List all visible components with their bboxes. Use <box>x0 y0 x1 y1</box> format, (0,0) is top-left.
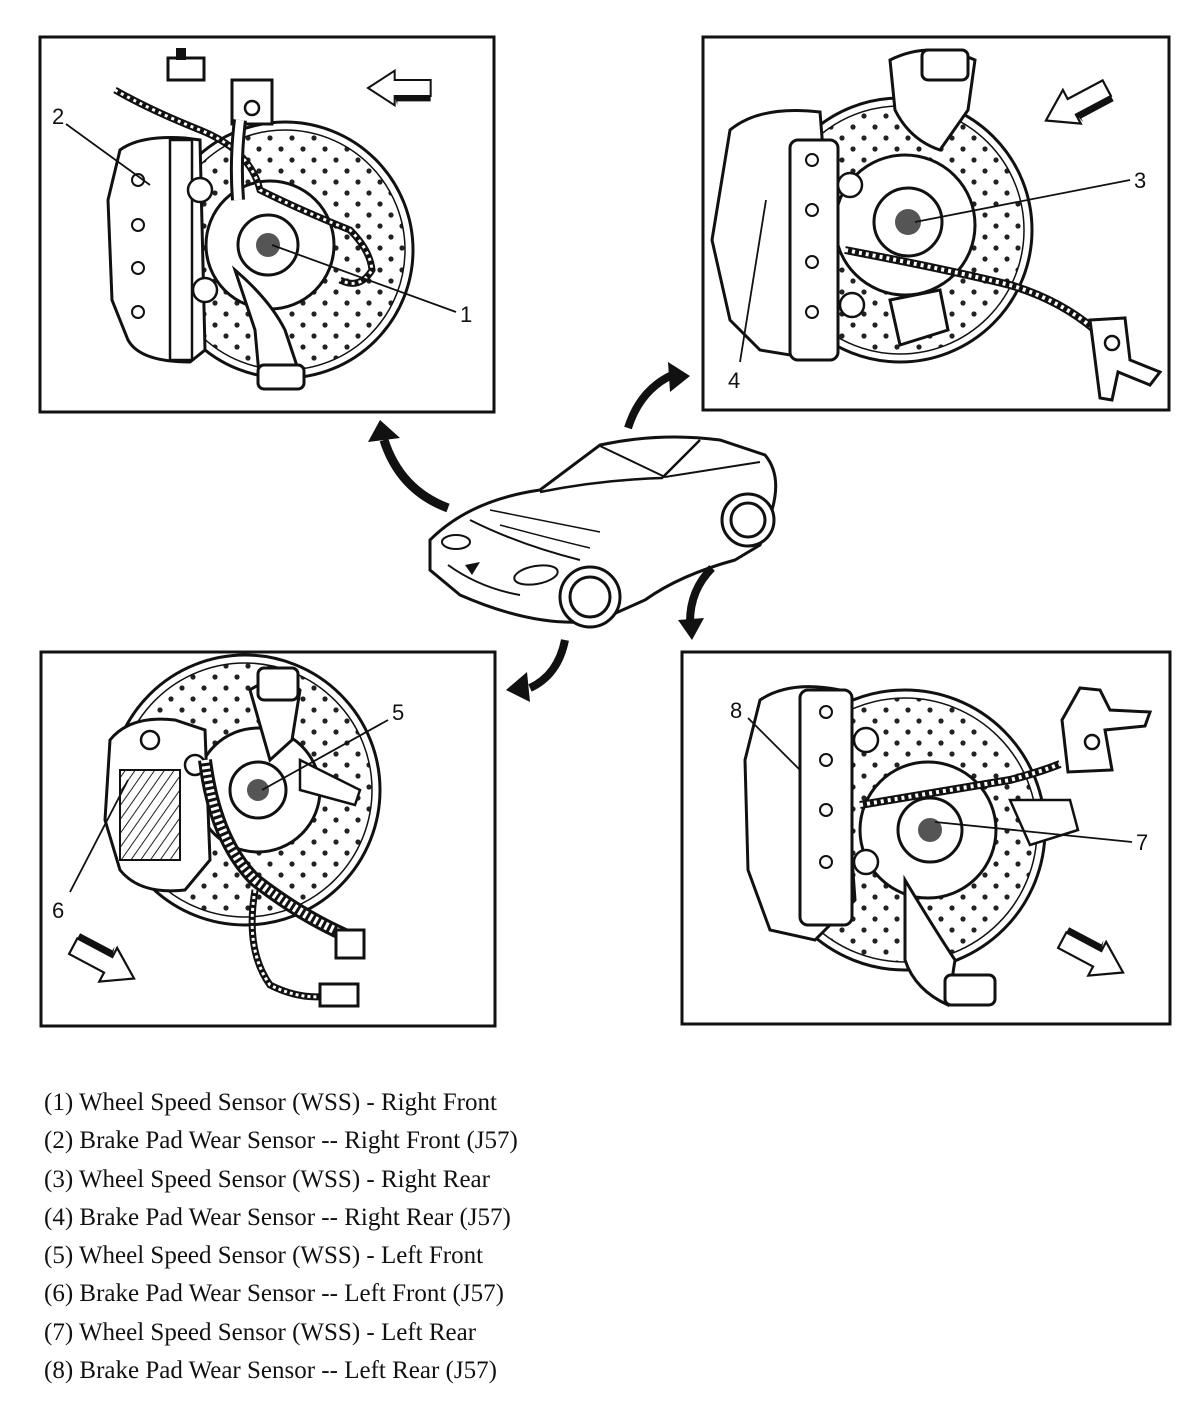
brake-caliper <box>710 108 866 362</box>
callout-4-label: 4 <box>728 368 740 393</box>
callout-4: 4 <box>728 199 767 393</box>
legend-item: (6) Brake Pad Wear Sensor -- Left Front … <box>44 1280 504 1308</box>
panel-left-front: 5 6 <box>39 650 497 1028</box>
steering-knuckle <box>248 666 362 807</box>
legend-item: (4) Brake Pad Wear Sensor -- Right Rear … <box>44 1203 511 1231</box>
callout-1-label: 1 <box>460 302 472 327</box>
callout-2: 2 <box>52 104 151 186</box>
callout-5-label: 5 <box>392 700 404 725</box>
legend-item: (3) Wheel Speed Sensor (WSS) - Right Rea… <box>44 1165 490 1193</box>
legend-item: (7) Wheel Speed Sensor (WSS) - Left Rear <box>44 1318 477 1346</box>
brake-caliper <box>103 717 212 893</box>
brake-caliper <box>106 136 219 364</box>
legend-item: (8) Brake Pad Wear Sensor -- Left Rear (… <box>44 1357 497 1385</box>
sensor-harness <box>844 246 1163 402</box>
panel-left-rear: 7 8 <box>680 650 1172 1026</box>
callout-3: 3 <box>914 168 1146 223</box>
brake-caliper <box>743 685 880 942</box>
callout-5: 5 <box>261 700 404 791</box>
callout-3-label: 3 <box>1134 168 1146 193</box>
callout-2-label: 2 <box>52 104 64 129</box>
brake-sensor-location-diagram: 1 2 <box>38 35 1172 1028</box>
panel-right-front: 1 2 <box>38 35 496 414</box>
callout-8: 8 <box>730 698 801 771</box>
steering-knuckle <box>230 78 306 391</box>
upright <box>888 48 977 347</box>
pointer-arrows <box>368 362 715 702</box>
vehicle-illustration <box>428 435 778 629</box>
sensor-harness <box>113 48 376 287</box>
legend-item: (2) Brake Pad Wear Sensor -- Right Front… <box>44 1127 518 1155</box>
component-legend: (1) Wheel Speed Sensor (WSS) - Right Fro… <box>44 1084 518 1390</box>
upright <box>903 798 1080 1008</box>
sensor-harness <box>198 759 366 1008</box>
sensor-harness <box>859 686 1153 809</box>
callout-7-label: 7 <box>1136 830 1148 855</box>
callout-7: 7 <box>934 821 1148 855</box>
callout-6: 6 <box>52 779 129 923</box>
legend-item: (5) Wheel Speed Sensor (WSS) - Left Fron… <box>44 1242 484 1270</box>
panel-right-rear: 3 4 <box>701 35 1171 412</box>
callout-1: 1 <box>271 244 472 327</box>
callout-6-label: 6 <box>52 898 64 923</box>
callout-8-label: 8 <box>730 698 742 723</box>
legend-item: (1) Wheel Speed Sensor (WSS) - Right Fro… <box>44 1089 497 1116</box>
